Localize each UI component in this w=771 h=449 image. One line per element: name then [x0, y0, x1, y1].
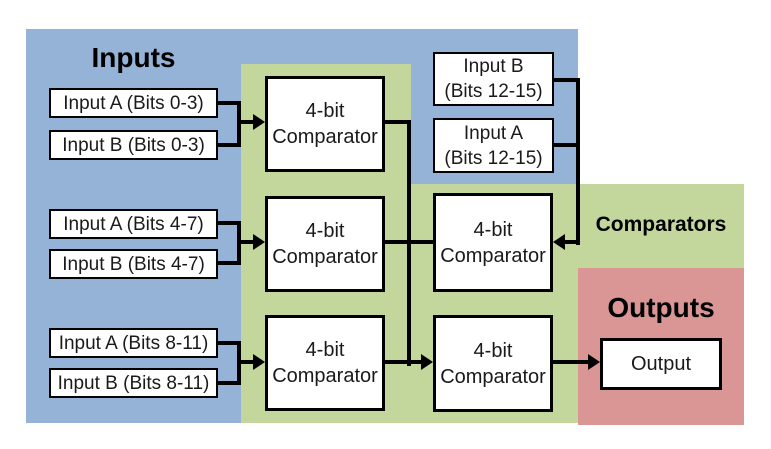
comparator-box-bits-0-3-line2: Comparator [272, 126, 378, 148]
comparator-box-bits-8-11: 4-bit Comparator [265, 315, 385, 411]
input-box-b-bits-0-3: Input B (Bits 0-3) [49, 130, 218, 160]
input-box-a-bits-12-15-line1: Input A [463, 122, 524, 144]
output-box: Output [600, 338, 722, 390]
comparator-box-stage2-top-line2: Comparator [440, 244, 546, 267]
inputs-title: Inputs [91, 42, 176, 73]
arrowhead-into-final-comparator [421, 354, 433, 370]
comparator-box-bits-0-3: 4-bit Comparator [265, 76, 385, 172]
comparator-box-stage2-bottom-line2: Comparator [440, 365, 546, 388]
arrowhead-into-comparator-0-3 [253, 114, 265, 130]
connector-comparator-4-7-out [383, 240, 433, 244]
comparator-box-bits-8-11-line2: Comparator [272, 365, 378, 387]
arrowhead-into-comparator-8-11 [253, 354, 265, 370]
input-box-a-bits-4-7: Input A (Bits 4-7) [49, 209, 218, 239]
input-box-a-bits-0-3-label: Input A (Bits 0-3) [63, 92, 204, 114]
input-box-b-bits-12-15: Input B (Bits 12-15) [433, 52, 554, 106]
comparator-box-bits-4-7: 4-bit Comparator [265, 196, 385, 292]
input-box-a-bits-8-11: Input A (Bits 8-11) [49, 328, 218, 358]
outputs-title: Outputs [607, 292, 715, 323]
comparators-title: Comparators [595, 213, 727, 236]
input-box-b-bits-8-11: Input B (Bits 8-11) [49, 368, 218, 398]
connector-final-comparator-out [551, 360, 589, 364]
input-box-b-bits-4-7-label: Input B (Bits 4-7) [62, 253, 205, 275]
comparator-box-stage2-top: 4-bit Comparator [433, 193, 553, 292]
comparator-box-bits-4-7-line2: Comparator [272, 246, 378, 268]
comparators-region-right [578, 184, 744, 268]
comparator-box-bits-0-3-line1: 4-bit [305, 100, 345, 122]
arrowhead-into-comparator-12-15 [553, 234, 565, 250]
comparator-box-bits-4-7-line1: 4-bit [305, 220, 345, 242]
input-box-b-bits-12-15-line2: (Bits 12-15) [444, 81, 543, 102]
arrowhead-into-comparator-4-7 [253, 234, 265, 250]
connector-comparator-8-11-out [383, 360, 423, 364]
comparator-box-stage2-bottom: 4-bit Comparator [433, 315, 553, 412]
input-box-a-bits-12-15-line2: (Bits 12-15) [444, 147, 543, 169]
connector-into-comparator-12-15 [564, 240, 580, 244]
connector-input-a-0-3 [218, 101, 241, 105]
connector-into-comparator-4-7 [237, 240, 254, 244]
connector-merge-0-3 [237, 101, 241, 147]
input-box-a-bits-0-3: Input A (Bits 0-3) [49, 88, 218, 118]
input-box-b-bits-12-15-line1: Input B [463, 56, 524, 77]
comparator-box-bits-8-11-line1: 4-bit [305, 339, 345, 361]
arrowhead-into-output [588, 354, 600, 370]
connector-input-b-4-7 [218, 261, 241, 265]
connector-merge-12-15-vertical [576, 78, 580, 245]
inputs-region-top-strip [241, 29, 411, 64]
connector-input-a-4-7 [218, 221, 241, 225]
comparator-box-stage2-top-line1: 4-bit [473, 218, 513, 241]
input-box-b-bits-0-3-label: Input B (Bits 0-3) [62, 134, 205, 156]
connector-input-b-12-15 [552, 78, 580, 82]
connector-input-b-8-11 [218, 381, 241, 385]
input-box-b-bits-4-7: Input B (Bits 4-7) [49, 249, 218, 279]
input-box-a-bits-8-11-label: Input A (Bits 8-11) [58, 332, 209, 354]
connector-into-comparator-8-11 [237, 360, 254, 364]
comparator-box-stage2-bottom-line1: 4-bit [473, 339, 513, 362]
connector-comparator-0-3-out [383, 120, 411, 124]
connector-into-comparator-0-3 [237, 120, 254, 124]
input-box-b-bits-8-11-label: Input B (Bits 8-11) [57, 372, 210, 394]
connector-input-a-8-11 [218, 341, 241, 345]
connector-input-a-12-15 [552, 143, 580, 147]
input-box-a-bits-4-7-label: Input A (Bits 4-7) [63, 213, 204, 235]
output-box-label: Output [630, 353, 692, 375]
input-box-a-bits-12-15: Input A (Bits 12-15) [433, 118, 554, 173]
connector-input-b-0-3 [218, 143, 241, 147]
